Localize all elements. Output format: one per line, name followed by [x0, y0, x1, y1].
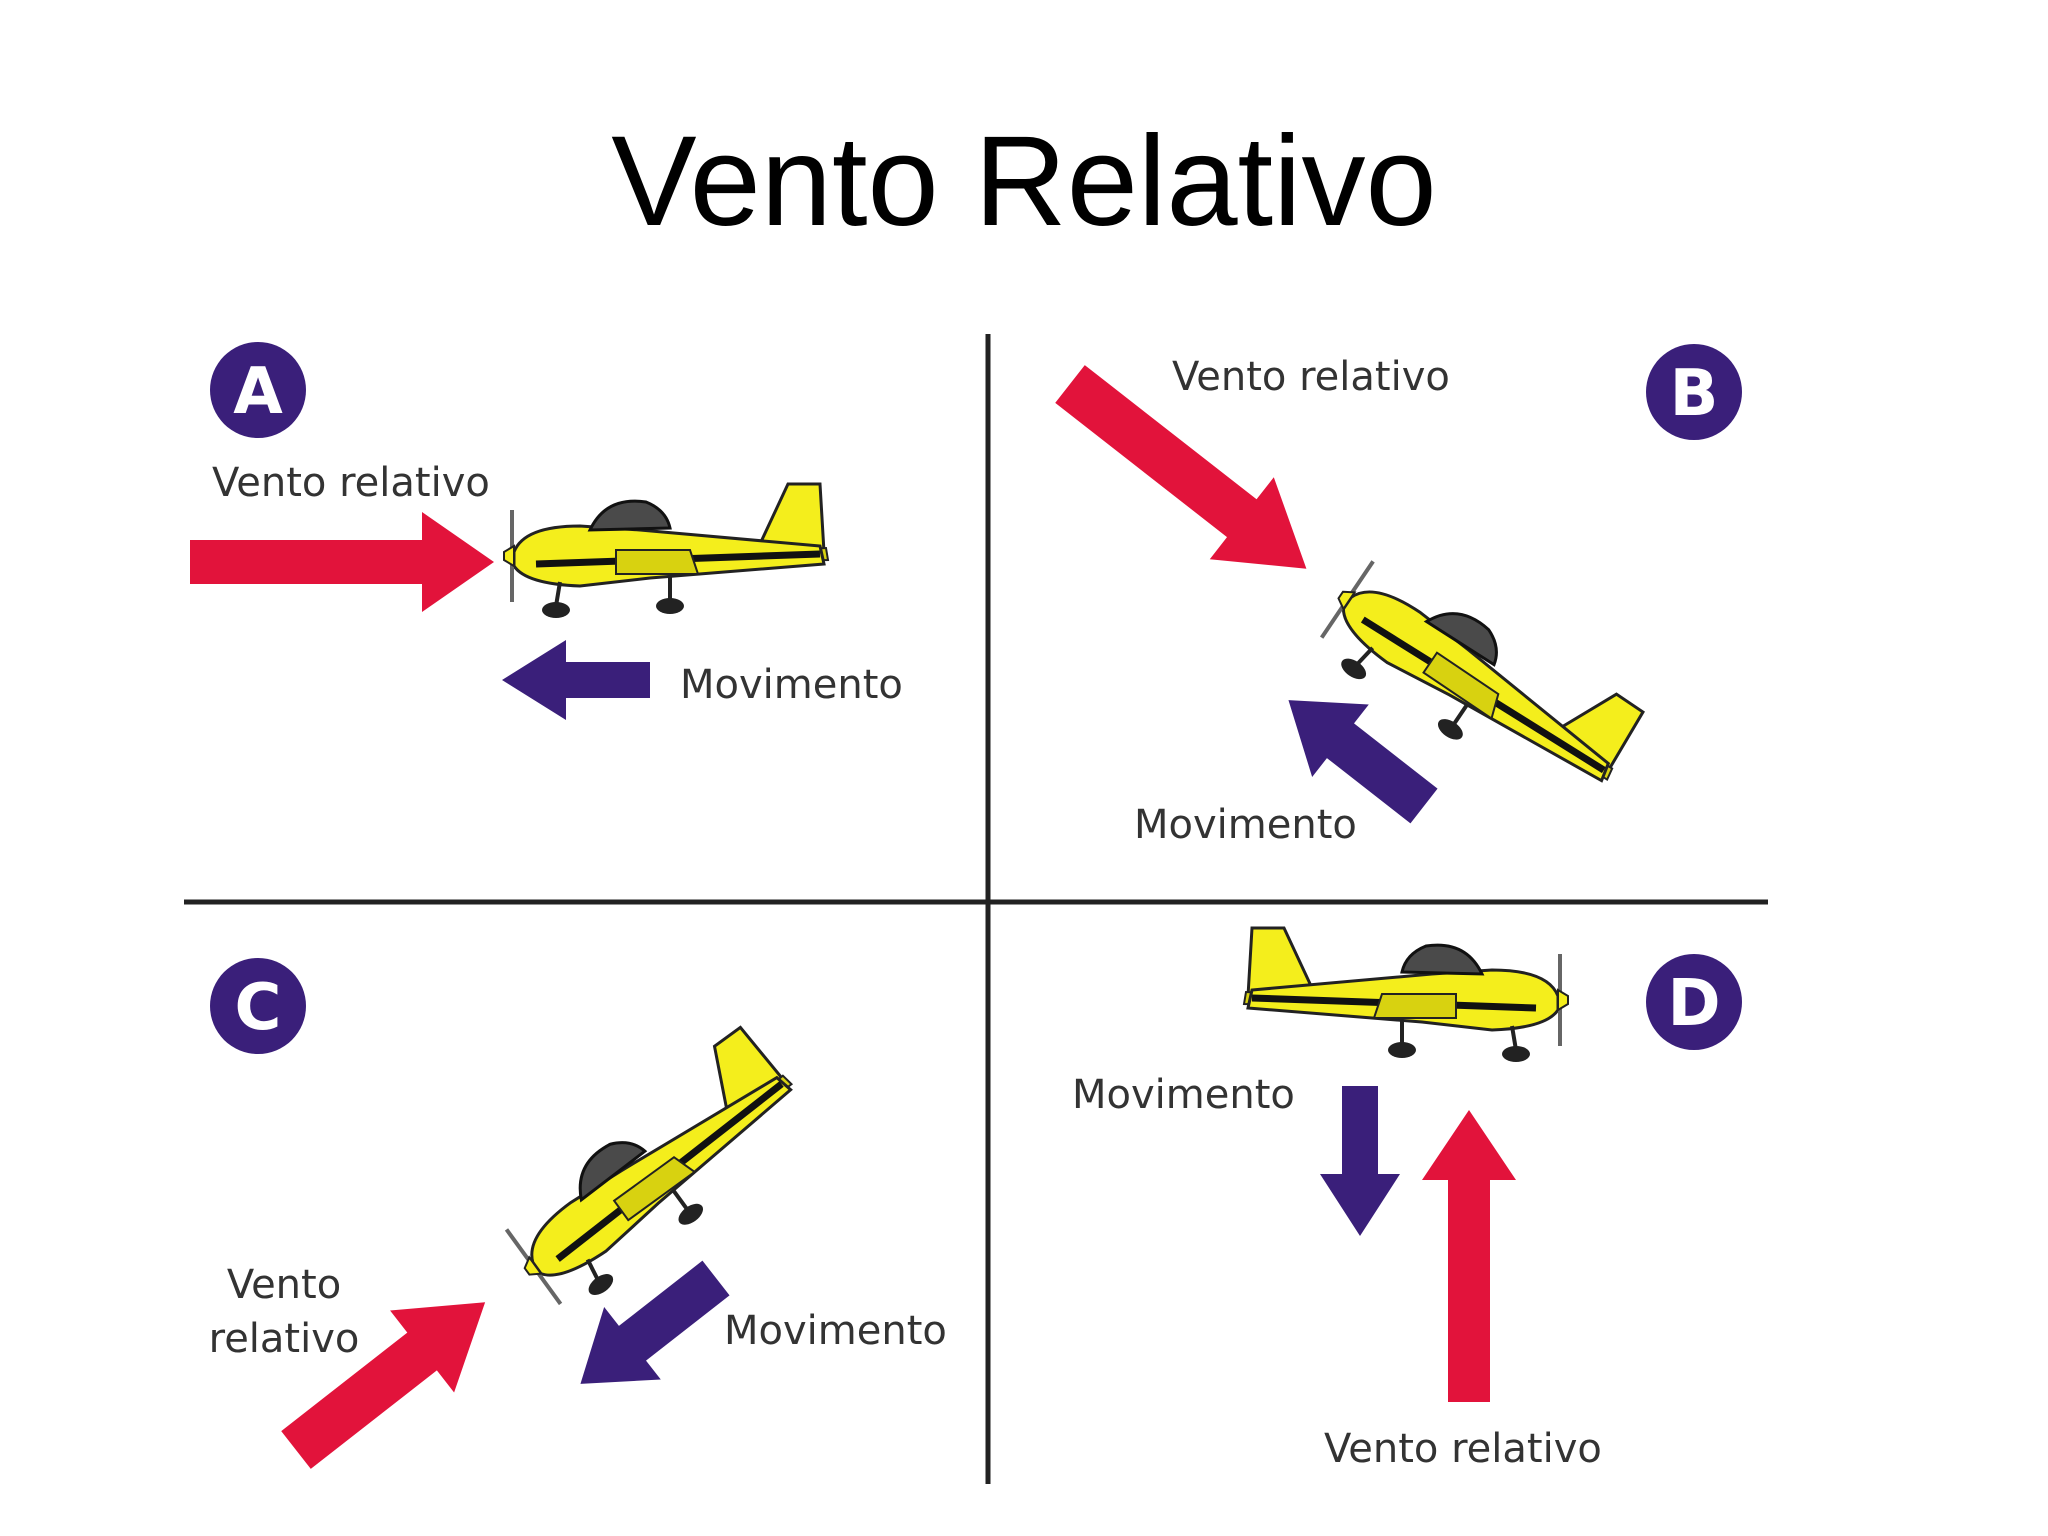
page-title: Vento Relativo [611, 110, 1437, 253]
panel-c-wind-label-line1: Vento [227, 1262, 341, 1308]
panel-d-movement-label: Movimento [1072, 1072, 1295, 1118]
panel-c-letter: C [235, 971, 282, 1045]
panel-b-badge: B [1646, 344, 1742, 440]
panel-d-letter: D [1667, 967, 1720, 1041]
panel-d-wind-arrow [1422, 1110, 1516, 1402]
panel-d-airplane [1244, 928, 1568, 1062]
panel-b-movement-label: Movimento [1134, 802, 1357, 848]
panel-b-airplane [1306, 535, 1650, 827]
panel-c-movement-arrow [580, 1260, 730, 1384]
panel-a-movement-arrow [502, 640, 650, 720]
panel-a-wind-label: Vento relativo [212, 460, 490, 506]
panel-a-wind-arrow [190, 512, 494, 612]
panel-d-badge: D [1646, 954, 1742, 1050]
panel-c-badge: C [210, 958, 306, 1054]
panel-d-wind-label: Vento relativo [1324, 1426, 1602, 1472]
panel-c: C Vento relativo Movimento [209, 958, 947, 1469]
panel-a-airplane [504, 484, 828, 618]
panel-a-movement-label: Movimento [680, 662, 903, 708]
panel-c-wind-arrow [281, 1302, 486, 1469]
panel-a-letter: A [233, 355, 283, 429]
panel-a: A Vento relativo Movimento [190, 342, 903, 720]
panel-c-movement-label: Movimento [724, 1308, 947, 1354]
panel-b-movement-arrow [1288, 700, 1438, 824]
panel-d-movement-arrow [1320, 1086, 1400, 1236]
panel-c-airplane [485, 1023, 826, 1322]
panel-b-wind-arrow [1055, 365, 1307, 569]
panel-b-letter: B [1670, 357, 1719, 431]
panel-d: D Movimento Vento relativo [1072, 928, 1742, 1472]
panel-a-badge: A [210, 342, 306, 438]
panel-c-wind-label-line2: relativo [209, 1316, 360, 1362]
panel-b: B Vento relativo Movimento [1055, 344, 1742, 848]
panel-b-wind-label: Vento relativo [1172, 354, 1450, 400]
